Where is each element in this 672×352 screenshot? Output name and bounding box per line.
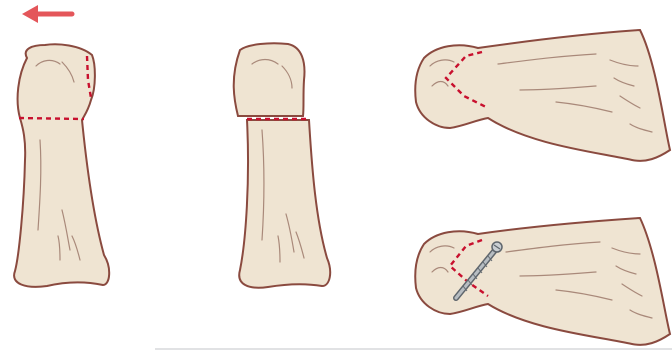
arrow-left-icon <box>22 5 72 23</box>
bone-panel-4 <box>415 218 670 345</box>
bone-panel-2 <box>234 43 330 288</box>
bone-head-2 <box>234 43 305 116</box>
bone-panel-1 <box>14 44 109 287</box>
bone-outline-3 <box>415 30 670 161</box>
bone-outline-1 <box>14 44 109 287</box>
bone-panel-3 <box>415 30 670 161</box>
bone-outline-4 <box>415 218 670 345</box>
bone-shaft-2 <box>239 120 330 288</box>
